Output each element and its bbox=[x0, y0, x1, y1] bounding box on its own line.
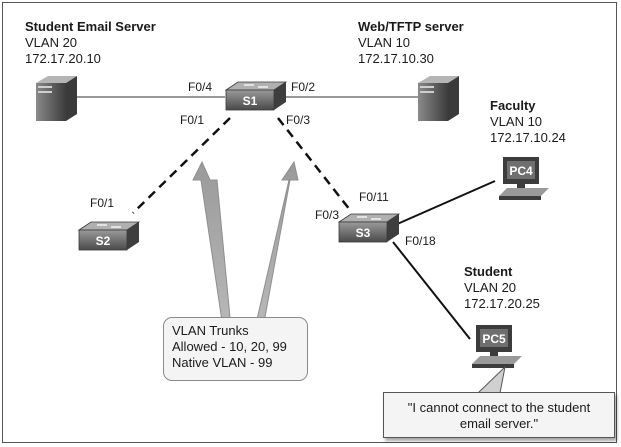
diagram-frame bbox=[2, 2, 617, 443]
callout-line-1: VLAN Trunks bbox=[172, 323, 249, 338]
switch-s3-label: S3 bbox=[356, 226, 371, 240]
port-s3-f011: F0/11 bbox=[359, 190, 389, 204]
student-vlan: VLAN 20 bbox=[464, 280, 517, 295]
port-s3-f018: F0/18 bbox=[405, 234, 436, 248]
pc4-icon bbox=[499, 157, 549, 200]
callout-line-2: Allowed - 10, 20, 99 bbox=[172, 339, 287, 354]
pc5-icon bbox=[472, 325, 522, 368]
switch-s2-icon bbox=[77, 221, 141, 251]
speech-line-2: email server." bbox=[459, 416, 539, 431]
pc4-label: PC4 bbox=[509, 164, 533, 178]
switch-s1-icon bbox=[224, 81, 288, 111]
faculty-name: Faculty bbox=[490, 98, 536, 113]
trunk-s1-s3 bbox=[277, 117, 351, 211]
port-s1-f03: F0/3 bbox=[286, 113, 311, 127]
web-server-name: Web/TFTP server bbox=[358, 19, 464, 34]
link-s3-pc4 bbox=[394, 180, 496, 226]
email-server-icon bbox=[36, 76, 77, 121]
speech-line-1: "I cannot connect to the student bbox=[407, 400, 591, 415]
email-server-name: Student Email Server bbox=[25, 19, 156, 34]
port-s1-f01: F0/1 bbox=[180, 113, 205, 127]
port-s1-f04: F0/4 bbox=[188, 80, 213, 94]
web-server-vlan: VLAN 10 bbox=[358, 35, 411, 50]
port-s2-f01: F0/1 bbox=[90, 196, 115, 210]
faculty-vlan: VLAN 10 bbox=[490, 114, 543, 129]
faculty-ip: 172.17.10.24 bbox=[490, 130, 566, 145]
switch-s1-label: S1 bbox=[243, 94, 258, 108]
port-s3-f03: F0/3 bbox=[315, 208, 340, 222]
trunk-s1-s2 bbox=[132, 117, 231, 214]
student-ip: 172.17.20.25 bbox=[464, 296, 540, 311]
switch-s3-icon bbox=[337, 213, 401, 243]
trunk-arrow-right bbox=[254, 160, 299, 329]
link-s3-pc5 bbox=[392, 241, 471, 340]
web-server-icon bbox=[418, 76, 459, 121]
callout-line-3: Native VLAN - 99 bbox=[172, 355, 273, 370]
student-name: Student bbox=[464, 264, 513, 279]
email-server-ip: 172.17.20.10 bbox=[25, 51, 101, 66]
switch-s2-label: S2 bbox=[96, 234, 111, 248]
trunk-callout: VLAN Trunks Allowed - 10, 20, 99 Native … bbox=[163, 317, 308, 381]
port-s1-f02: F0/2 bbox=[291, 80, 316, 94]
speech-pointer bbox=[476, 365, 506, 394]
web-server-ip: 172.17.10.30 bbox=[358, 51, 434, 66]
email-server-vlan: VLAN 20 bbox=[25, 35, 78, 50]
trunk-arrow-left bbox=[192, 160, 232, 329]
student-speech-bubble: "I cannot connect to the student email s… bbox=[383, 392, 615, 438]
pc5-label: PC5 bbox=[482, 332, 506, 346]
